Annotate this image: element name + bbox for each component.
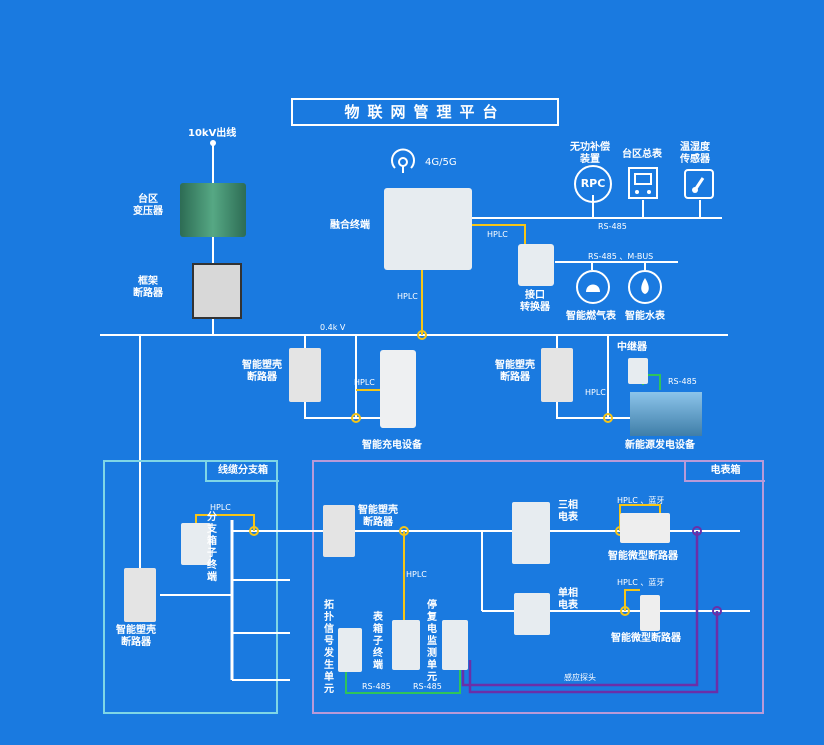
relay-image	[628, 358, 648, 384]
label-frame-breaker: 框架 断路器	[133, 276, 163, 299]
label-meterbox-terminal: 表箱子终端	[373, 612, 383, 671]
frame-breaker-image	[192, 263, 242, 319]
fusion-terminal-image	[384, 188, 472, 270]
page-title: 物联网管理平台	[291, 98, 559, 126]
micro-breaker-1-image	[620, 513, 670, 543]
outage-monitor-image	[442, 620, 468, 670]
label-10kv: 10kV出线	[188, 128, 237, 139]
solar-image	[630, 392, 702, 436]
label-rs485-mbus: RS-485 、M-BUS	[588, 252, 654, 261]
label-4g5g: 4G/5G	[425, 157, 457, 168]
rpc-icon: RPC	[574, 165, 612, 203]
meter-icon	[628, 167, 658, 199]
label-hplc-meterbox: HPLC	[406, 570, 427, 579]
label-water-meter: 智能水表	[625, 311, 665, 322]
branch-terminal-image	[181, 523, 211, 565]
label-sensor-probe: 感应探头	[564, 673, 596, 682]
label-hplc-branch: HPLC	[210, 503, 231, 512]
meterbox-terminal-image	[392, 620, 420, 670]
mccb-left-image	[289, 348, 321, 402]
label-micro-breaker-1: 智能微型断路器	[608, 551, 678, 562]
water-icon	[628, 270, 662, 304]
label-hplc-charger: HPLC	[354, 378, 375, 387]
label-rpc: 无功补偿 装置	[570, 142, 610, 165]
label-rs485-relay: RS-485	[668, 377, 697, 386]
label-rs485-b1: RS-485	[362, 682, 391, 691]
label-topology-gen: 拓扑信号发生单元	[324, 600, 334, 695]
charger-image	[380, 350, 416, 428]
single-phase-meter-image	[514, 593, 550, 635]
label-relay: 中继器	[617, 342, 647, 353]
meter-box-title: 电表箱	[684, 462, 765, 482]
label-hplc-newenergy: HPLC	[585, 388, 606, 397]
thermometer-icon	[684, 169, 714, 199]
label-bus-04kv: 0.4k V	[320, 323, 346, 332]
label-mccb-box: 智能塑壳 断路器	[358, 505, 398, 528]
label-hplc-bt-2: HPLC 、蓝牙	[617, 578, 665, 587]
gas-icon	[576, 270, 610, 304]
label-temp-humidity: 温湿度 传感器	[680, 142, 710, 165]
label-fusion-terminal: 融合终端	[330, 220, 370, 231]
label-rs485-b2: RS-485	[413, 682, 442, 691]
label-hplc-bt-1: HPLC 、蓝牙	[617, 496, 665, 505]
signal-icon	[391, 148, 415, 173]
label-interface-converter: 接口 转换器	[520, 290, 550, 313]
label-micro-breaker-2: 智能微型断路器	[611, 633, 681, 644]
label-mccb-left: 智能塑壳 断路器	[242, 360, 282, 383]
cable-box-title: 线缆分支箱	[205, 462, 279, 482]
micro-breaker-2-image	[640, 595, 660, 631]
converter-image	[518, 244, 554, 286]
label-mccb-right: 智能塑壳 断路器	[495, 360, 535, 383]
transformer-image	[180, 183, 246, 237]
label-gas-meter: 智能燃气表	[566, 311, 616, 322]
label-transformer: 台区 变压器	[133, 194, 163, 217]
label-hplc-vertical: HPLC	[397, 292, 418, 301]
label-three-phase: 三相 电表	[558, 500, 578, 523]
label-new-energy: 新能源发电设备	[625, 440, 695, 451]
label-charger: 智能充电设备	[362, 440, 422, 451]
mccb-right-image	[541, 348, 573, 402]
topology-gen-image	[338, 628, 362, 672]
mccb-box-image	[323, 505, 355, 557]
label-area-meter: 台区总表	[622, 149, 662, 160]
three-phase-meter-image	[512, 502, 550, 564]
label-hplc-top: HPLC	[487, 230, 508, 239]
label-outage-monitor: 停复电监测单元	[427, 600, 437, 683]
label-branch-terminal: 分支箱子终端	[207, 512, 217, 583]
mccb-bottom-image	[124, 568, 156, 622]
label-single-phase: 单相 电表	[558, 588, 578, 611]
label-rs485-top: RS-485	[598, 222, 627, 231]
label-mccb-bottom: 智能塑壳 断路器	[116, 625, 156, 648]
